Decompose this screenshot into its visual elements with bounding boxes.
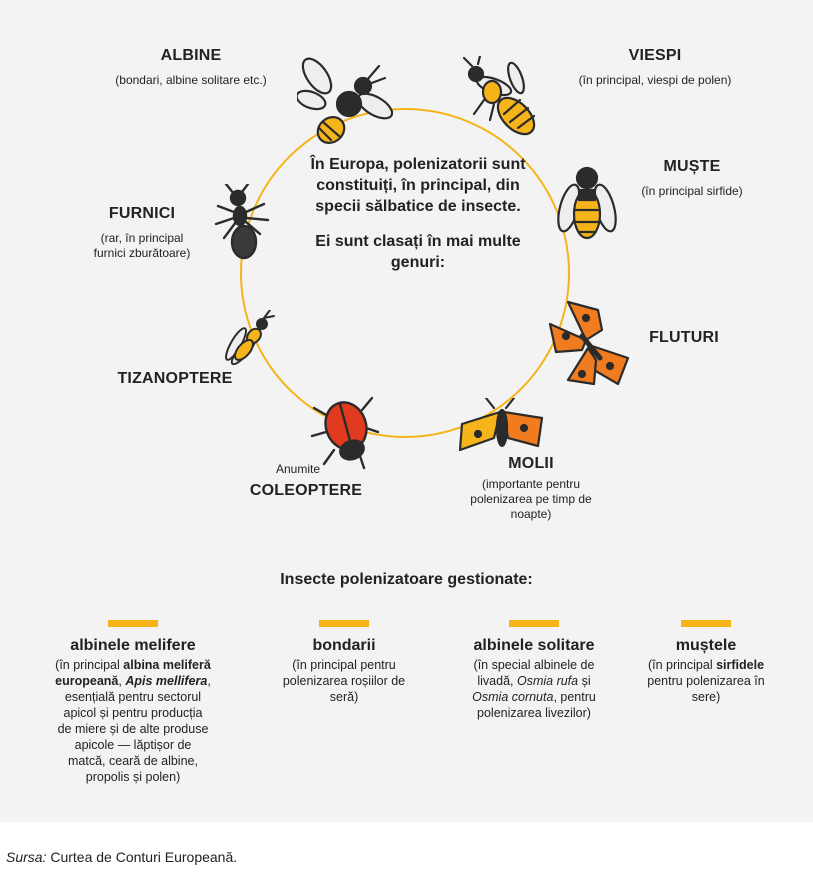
managed-solitare: albinele solitare (în special albinele d…: [448, 620, 620, 721]
muste-title: MUȘTE: [663, 158, 721, 175]
molii-sub-1: (importante pentru: [481, 477, 581, 491]
center-line-2: Ei sunt clasați în mai multe genuri:: [315, 233, 521, 271]
melifere-d7: matcă, ceară de albine,: [68, 754, 198, 768]
melifere-desc: (în principal albina meliferă europeană,…: [30, 657, 236, 785]
center-line-1: În Europa, polenizatorii sunt constituiț…: [310, 156, 526, 215]
molii-title: MOLII: [508, 455, 554, 472]
melifere-d5: de miere și de alte produse: [57, 722, 209, 736]
mustele-d1: (în principal: [647, 658, 717, 672]
managed-bondarii: bondarii (în principal pentru polenizare…: [258, 620, 430, 705]
furnici-title: FURNICI: [108, 205, 176, 222]
furnici-sub-2: furnici zburătoare): [93, 246, 191, 260]
label-coleoptere: Anumite COLEOPTERE: [246, 462, 366, 500]
melifere-d6: apicole — lăptișor de: [74, 738, 192, 752]
coleoptere-pre: Anumite: [276, 462, 321, 476]
furnici-sub-1: (rar, în principal: [100, 231, 184, 245]
label-muste: MUȘTE (în principal sirfide): [622, 158, 762, 199]
solitare-d2i: Osmia rufa: [516, 674, 579, 688]
mustele-d2: pentru polenizarea în: [647, 674, 765, 688]
bee-icon: [297, 57, 393, 144]
albine-title: ALBINE: [160, 47, 222, 64]
managed-heading: Insecte polenizatoare gestionate:: [280, 571, 533, 588]
viespi-title: VIESPI: [628, 47, 682, 64]
butterfly-icon: [548, 300, 630, 386]
melifere-d8: propolis și polen): [85, 770, 181, 784]
hoverfly-icon: [557, 166, 617, 240]
muste-sub: (în principal sirfide): [641, 184, 743, 198]
beetle-icon: [310, 396, 380, 470]
melifere-d2c: ,: [207, 674, 211, 688]
managed-melifere: albinele melifere (în principal albina m…: [30, 620, 236, 785]
center-text: În Europa, polenizatorii sunt constituiț…: [300, 154, 536, 287]
viespi-sub: (în principal, viespi de polen): [578, 73, 732, 87]
tizanoptere-title: TIZANOPTERE: [117, 370, 233, 387]
accent-bar: [681, 620, 731, 627]
melifere-d1b: albina meliferă: [123, 658, 211, 672]
melifere-d4: apicol și pentru producția: [63, 706, 203, 720]
source-note: Sursa: Curtea de Conturi Europeană.: [6, 849, 237, 865]
label-furnici: FURNICI (rar, în principal furnici zbură…: [72, 205, 212, 261]
solitare-d4: polenizarea livezilor): [477, 706, 591, 720]
mustele-d1b: sirfidele: [716, 658, 765, 672]
managed-mustele: muștele (în principal sirfidele pentru p…: [630, 620, 782, 705]
label-viespi: VIESPI (în principal, viespi de polen): [560, 47, 750, 88]
wasp-icon: [462, 56, 536, 136]
solitare-d3i: Osmia cornuta: [472, 690, 554, 704]
solitare-desc: (în special albinele de livadă, Osmia ru…: [448, 657, 620, 721]
melifere-d2: ,: [118, 674, 126, 688]
bondarii-d3: seră): [329, 690, 359, 704]
melifere-d3: esențială pentru sectorul: [64, 690, 202, 704]
accent-bar: [509, 620, 559, 627]
mustele-title: muștele: [675, 637, 737, 654]
source-label: Sursa:: [6, 849, 47, 865]
mustele-desc: (în principal sirfidele pentru polenizar…: [630, 657, 782, 705]
albine-sub: (bondari, albine solitare etc.): [115, 73, 267, 87]
melifere-d2i: Apis mellifera: [125, 674, 208, 688]
solitare-d1: (în special albinele de: [473, 658, 595, 672]
bondarii-d1: (în principal pentru: [292, 658, 396, 672]
bondarii-desc: (în principal pentru polenizarea roșiilo…: [258, 657, 430, 705]
solitare-d2: livadă,: [477, 674, 517, 688]
accent-bar: [108, 620, 158, 627]
molii-sub-2: polenizarea pe timp de: [470, 492, 592, 506]
melifere-title: albinele melifere: [70, 637, 196, 654]
bondarii-title: bondarii: [312, 637, 376, 654]
insect-circle: [240, 108, 570, 438]
source-text: Curtea de Conturi Europeană.: [46, 849, 238, 865]
melifere-d1: (în principal: [55, 658, 124, 672]
solitare-d3: , pentru: [553, 690, 596, 704]
label-molii: MOLII (importante pentru polenizarea pe …: [468, 455, 594, 522]
solitare-d2c: și: [578, 674, 591, 688]
moth-icon: [458, 398, 544, 452]
melifere-d2b: europeană: [55, 674, 119, 688]
label-fluturi: FLUTURI: [636, 329, 732, 347]
coleoptere-title: COLEOPTERE: [249, 482, 363, 499]
label-tizanoptere: TIZANOPTERE: [112, 370, 238, 388]
solitare-title: albinele solitare: [473, 637, 595, 654]
molii-sub-3: noapte): [510, 507, 552, 521]
mustele-d3: sere): [691, 690, 721, 704]
accent-bar: [319, 620, 369, 627]
label-albine: ALBINE (bondari, albine solitare etc.): [90, 47, 292, 88]
thrips-icon: [225, 310, 275, 366]
bondarii-d2: polenizarea roșiilor de: [282, 674, 406, 688]
ant-icon: [214, 184, 270, 260]
fluturi-title: FLUTURI: [649, 329, 719, 346]
